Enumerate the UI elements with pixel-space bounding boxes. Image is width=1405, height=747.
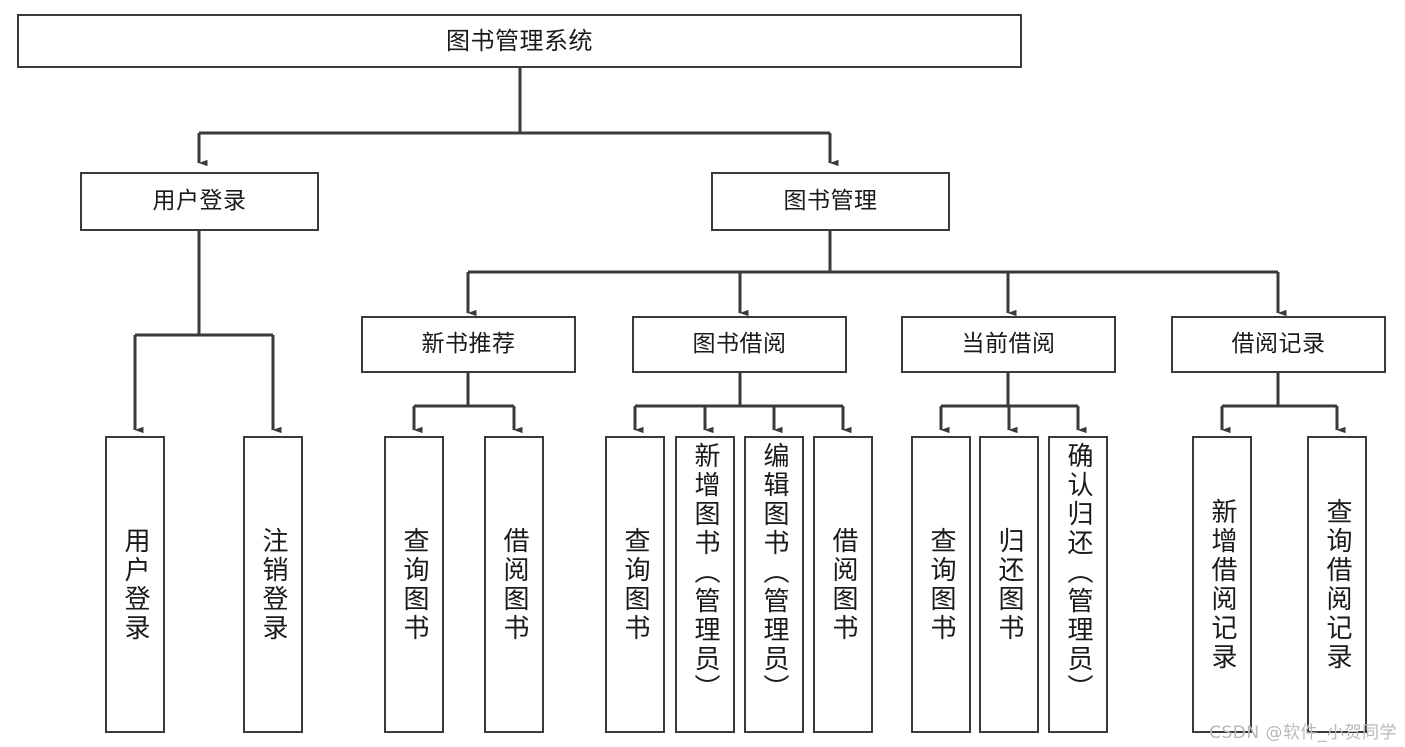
node-borrow-record[interactable]: 借阅记录 [1171, 316, 1386, 373]
node-leaf-add-record-label: 新增借阅记录 [1207, 497, 1237, 672]
node-leaf-add-record[interactable]: 新增借阅记录 [1192, 436, 1252, 733]
node-leaf-return-book-label: 归还图书 [994, 526, 1024, 643]
node-root[interactable]: 图书管理系统 [17, 14, 1022, 68]
node-leaf-user-login-label: 用户登录 [120, 526, 150, 643]
node-leaf-add-book[interactable]: 新增图书（管理员） [675, 436, 735, 733]
node-new-book-recommend[interactable]: 新书推荐 [361, 316, 576, 373]
node-leaf-borrow-book-1-label: 借阅图书 [499, 526, 529, 643]
node-leaf-user-login[interactable]: 用户登录 [105, 436, 165, 733]
node-leaf-query-record-label: 查询借阅记录 [1322, 497, 1352, 672]
node-leaf-borrow-book-2-label: 借阅图书 [828, 526, 858, 643]
node-leaf-edit-book-label: 编辑图书（管理员） [759, 442, 789, 703]
node-leaf-query-book-3[interactable]: 查询图书 [911, 436, 971, 733]
node-leaf-edit-book[interactable]: 编辑图书（管理员） [744, 436, 804, 733]
node-book-manage-label: 图书管理 [783, 187, 878, 214]
node-leaf-query-book-2-label: 查询图书 [620, 526, 650, 643]
node-leaf-logout-login[interactable]: 注销登录 [243, 436, 303, 733]
node-book-borrow[interactable]: 图书借阅 [632, 316, 847, 373]
node-current-borrow-label: 当前借阅 [961, 330, 1056, 357]
node-leaf-confirm-return-label: 确认归还（管理员） [1063, 442, 1093, 703]
node-user-login[interactable]: 用户登录 [80, 172, 319, 231]
node-leaf-query-record[interactable]: 查询借阅记录 [1307, 436, 1367, 733]
node-book-manage[interactable]: 图书管理 [711, 172, 950, 231]
node-leaf-borrow-book-1[interactable]: 借阅图书 [484, 436, 544, 733]
node-leaf-query-book-2[interactable]: 查询图书 [605, 436, 665, 733]
node-leaf-query-book-1-label: 查询图书 [399, 526, 429, 643]
node-leaf-add-book-label: 新增图书（管理员） [690, 442, 720, 703]
node-leaf-confirm-return[interactable]: 确认归还（管理员） [1048, 436, 1108, 733]
node-leaf-query-book-3-label: 查询图书 [926, 526, 956, 643]
node-user-login-label: 用户登录 [152, 187, 247, 214]
node-root-label: 图书管理系统 [446, 26, 593, 55]
node-leaf-query-book-1[interactable]: 查询图书 [384, 436, 444, 733]
watermark-text: CSDN @软件_小贺同学 [1209, 723, 1397, 743]
node-book-borrow-label: 图书借阅 [692, 330, 787, 357]
node-leaf-return-book[interactable]: 归还图书 [979, 436, 1039, 733]
node-leaf-borrow-book-2[interactable]: 借阅图书 [813, 436, 873, 733]
node-new-book-recommend-label: 新书推荐 [421, 330, 516, 357]
node-leaf-logout-login-label: 注销登录 [258, 526, 288, 643]
node-current-borrow[interactable]: 当前借阅 [901, 316, 1116, 373]
node-borrow-record-label: 借阅记录 [1231, 330, 1326, 357]
